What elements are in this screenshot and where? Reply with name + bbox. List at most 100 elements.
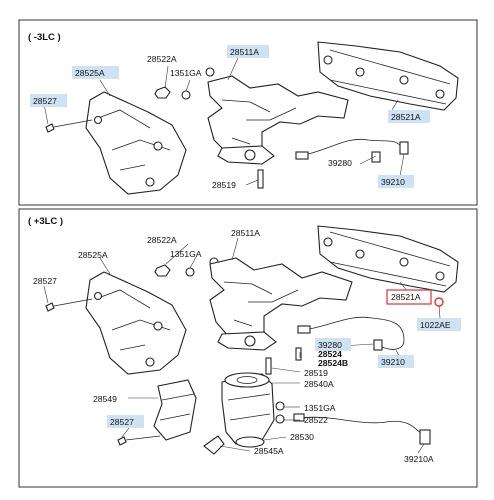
- washer-top-1: [181, 90, 191, 100]
- sensor-body-top: [295, 151, 309, 160]
- bolt-shaft-top: [53, 119, 93, 128]
- cover-hole-bottom-4: [435, 271, 445, 281]
- pipe-bracket: [203, 435, 225, 455]
- cover-hole-top-2: [355, 67, 365, 77]
- label-28511A-bottom: 28511A: [231, 228, 260, 238]
- stud-bottom: [265, 357, 272, 375]
- section-frame-plus-3lc: [18, 208, 478, 488]
- label-28540A: 28540A: [304, 379, 334, 389]
- label-28549: 28549: [93, 394, 117, 404]
- nut-lower-2: [275, 414, 285, 424]
- label-28524: 28524: [318, 349, 342, 359]
- bolt-head-top: [45, 123, 55, 133]
- shield-hole-top-3: [93, 115, 103, 125]
- harness-connector-top: [399, 141, 409, 155]
- label-28522A-top: 28522A: [147, 54, 177, 64]
- cover-ribs-top: [329, 49, 451, 105]
- label-highlight: [315, 338, 351, 351]
- manifold-cover-top: [317, 41, 459, 111]
- bolt-shaft-bottom: [53, 298, 93, 307]
- label-highlight: [30, 94, 67, 107]
- label-1351GA-bottom: 1351GA: [170, 249, 202, 259]
- shield-hole-bottom-2: [145, 357, 155, 367]
- label-28521A-top: 28521A: [391, 112, 421, 122]
- stud-bottom-2: [295, 347, 302, 361]
- sensor-wire-lower: [299, 416, 425, 437]
- shield-hole-top-2: [145, 177, 155, 187]
- converter-ribs: [227, 393, 271, 421]
- flange-hole-bottom: [244, 335, 256, 347]
- exhaust-manifold-bottom: [209, 257, 353, 345]
- washer-top-2: [205, 67, 215, 77]
- sensor-body-lower: [293, 413, 305, 422]
- cover-hole-bottom-2: [355, 249, 365, 259]
- label-highlight: [378, 355, 414, 368]
- shield-hole-bottom-1: [153, 321, 163, 331]
- cover-hole-top-3: [399, 75, 409, 85]
- exhaust-manifold-top: [207, 75, 349, 161]
- sensor-wire-bottom: [303, 316, 405, 350]
- label-28522A-bottom: 28522A: [147, 235, 177, 245]
- label-1351GA-top: 1351GA: [170, 68, 202, 78]
- cover-hole-top-4: [435, 89, 445, 99]
- section-title-minus-3lc: ( -3LC ): [28, 32, 61, 43]
- heat-shield-bottom: [85, 271, 187, 375]
- label-1022AE: 1022AE: [420, 320, 451, 330]
- label-39210A: 39210A: [404, 454, 434, 464]
- label-39210-top: 39210: [381, 177, 405, 187]
- label-28524B: 28524B: [318, 358, 348, 368]
- label-highlight: [72, 66, 119, 79]
- shield-hole-top-1: [153, 141, 163, 151]
- bolt-head-lower: [117, 436, 127, 446]
- label-highlight: [378, 175, 414, 188]
- label-28525A-bottom: 28525A: [78, 250, 108, 260]
- label-highlight: [417, 318, 461, 331]
- labels-bottom: 28522A 28511A 28525A 1351GA 28527 28521A…: [33, 228, 461, 464]
- leader-lines: [43, 57, 441, 454]
- label-28525A-top: 28525A: [75, 68, 105, 78]
- converter-shield-ribs: [159, 393, 195, 421]
- bolt-shaft-lower: [125, 435, 161, 441]
- converter-inlet-flange: [224, 372, 270, 388]
- nut-bottom-1: [154, 264, 171, 277]
- label-28527-top: 28527: [33, 96, 57, 106]
- section-title-plus-3lc: ( +3LC ): [28, 216, 63, 227]
- converter-outlet-flange: [235, 436, 265, 448]
- cover-hole-top-1: [323, 55, 333, 65]
- bolt-head-bottom: [45, 302, 55, 312]
- label-28522: 28522: [304, 415, 328, 425]
- nut-top-1: [154, 86, 171, 99]
- sensor-body-bottom: [297, 325, 311, 334]
- cover-hole-bottom-3: [399, 257, 409, 267]
- label-28530: 28530: [290, 432, 314, 442]
- nut-lower-1: [275, 401, 285, 411]
- sensor-wire-top: [299, 138, 403, 157]
- label-1351GA-lower: 1351GA: [304, 403, 336, 413]
- label-highlight: [107, 415, 144, 428]
- gasket-ring: [434, 297, 444, 307]
- label-39280-bottom: 39280: [318, 340, 342, 350]
- label-28519-top: 28519: [212, 180, 236, 190]
- manifold-cover-bottom: [317, 225, 459, 293]
- label-28545A: 28545A: [254, 446, 284, 456]
- label-28521A-bottom: 28521A: [391, 292, 421, 302]
- manifold-runners-top: [221, 99, 297, 145]
- sensor-connector-top: [371, 151, 381, 163]
- label-28527-lower: 28527: [110, 417, 134, 427]
- flange-hole-top: [244, 149, 256, 161]
- labels-top: 28525A 28522A 1351GA 28511A 28527 28521A…: [30, 45, 430, 190]
- heat-shield-top: [85, 91, 187, 195]
- manifold-runners-bottom: [223, 281, 299, 327]
- cover-ribs-bottom: [329, 231, 451, 287]
- label-highlight: [227, 45, 269, 58]
- section-frame-minus-3lc: [18, 19, 478, 206]
- sensor-connector-bottom: [373, 339, 383, 351]
- converter-inlet: [236, 376, 258, 384]
- stud-top: [257, 169, 264, 189]
- label-28519-bottom: 28519: [304, 368, 328, 378]
- callout-box-28521A: [386, 289, 432, 305]
- sensor-connector-lower: [419, 429, 431, 445]
- washer-bottom-1: [185, 267, 195, 277]
- label-28511A-top: 28511A: [230, 47, 259, 57]
